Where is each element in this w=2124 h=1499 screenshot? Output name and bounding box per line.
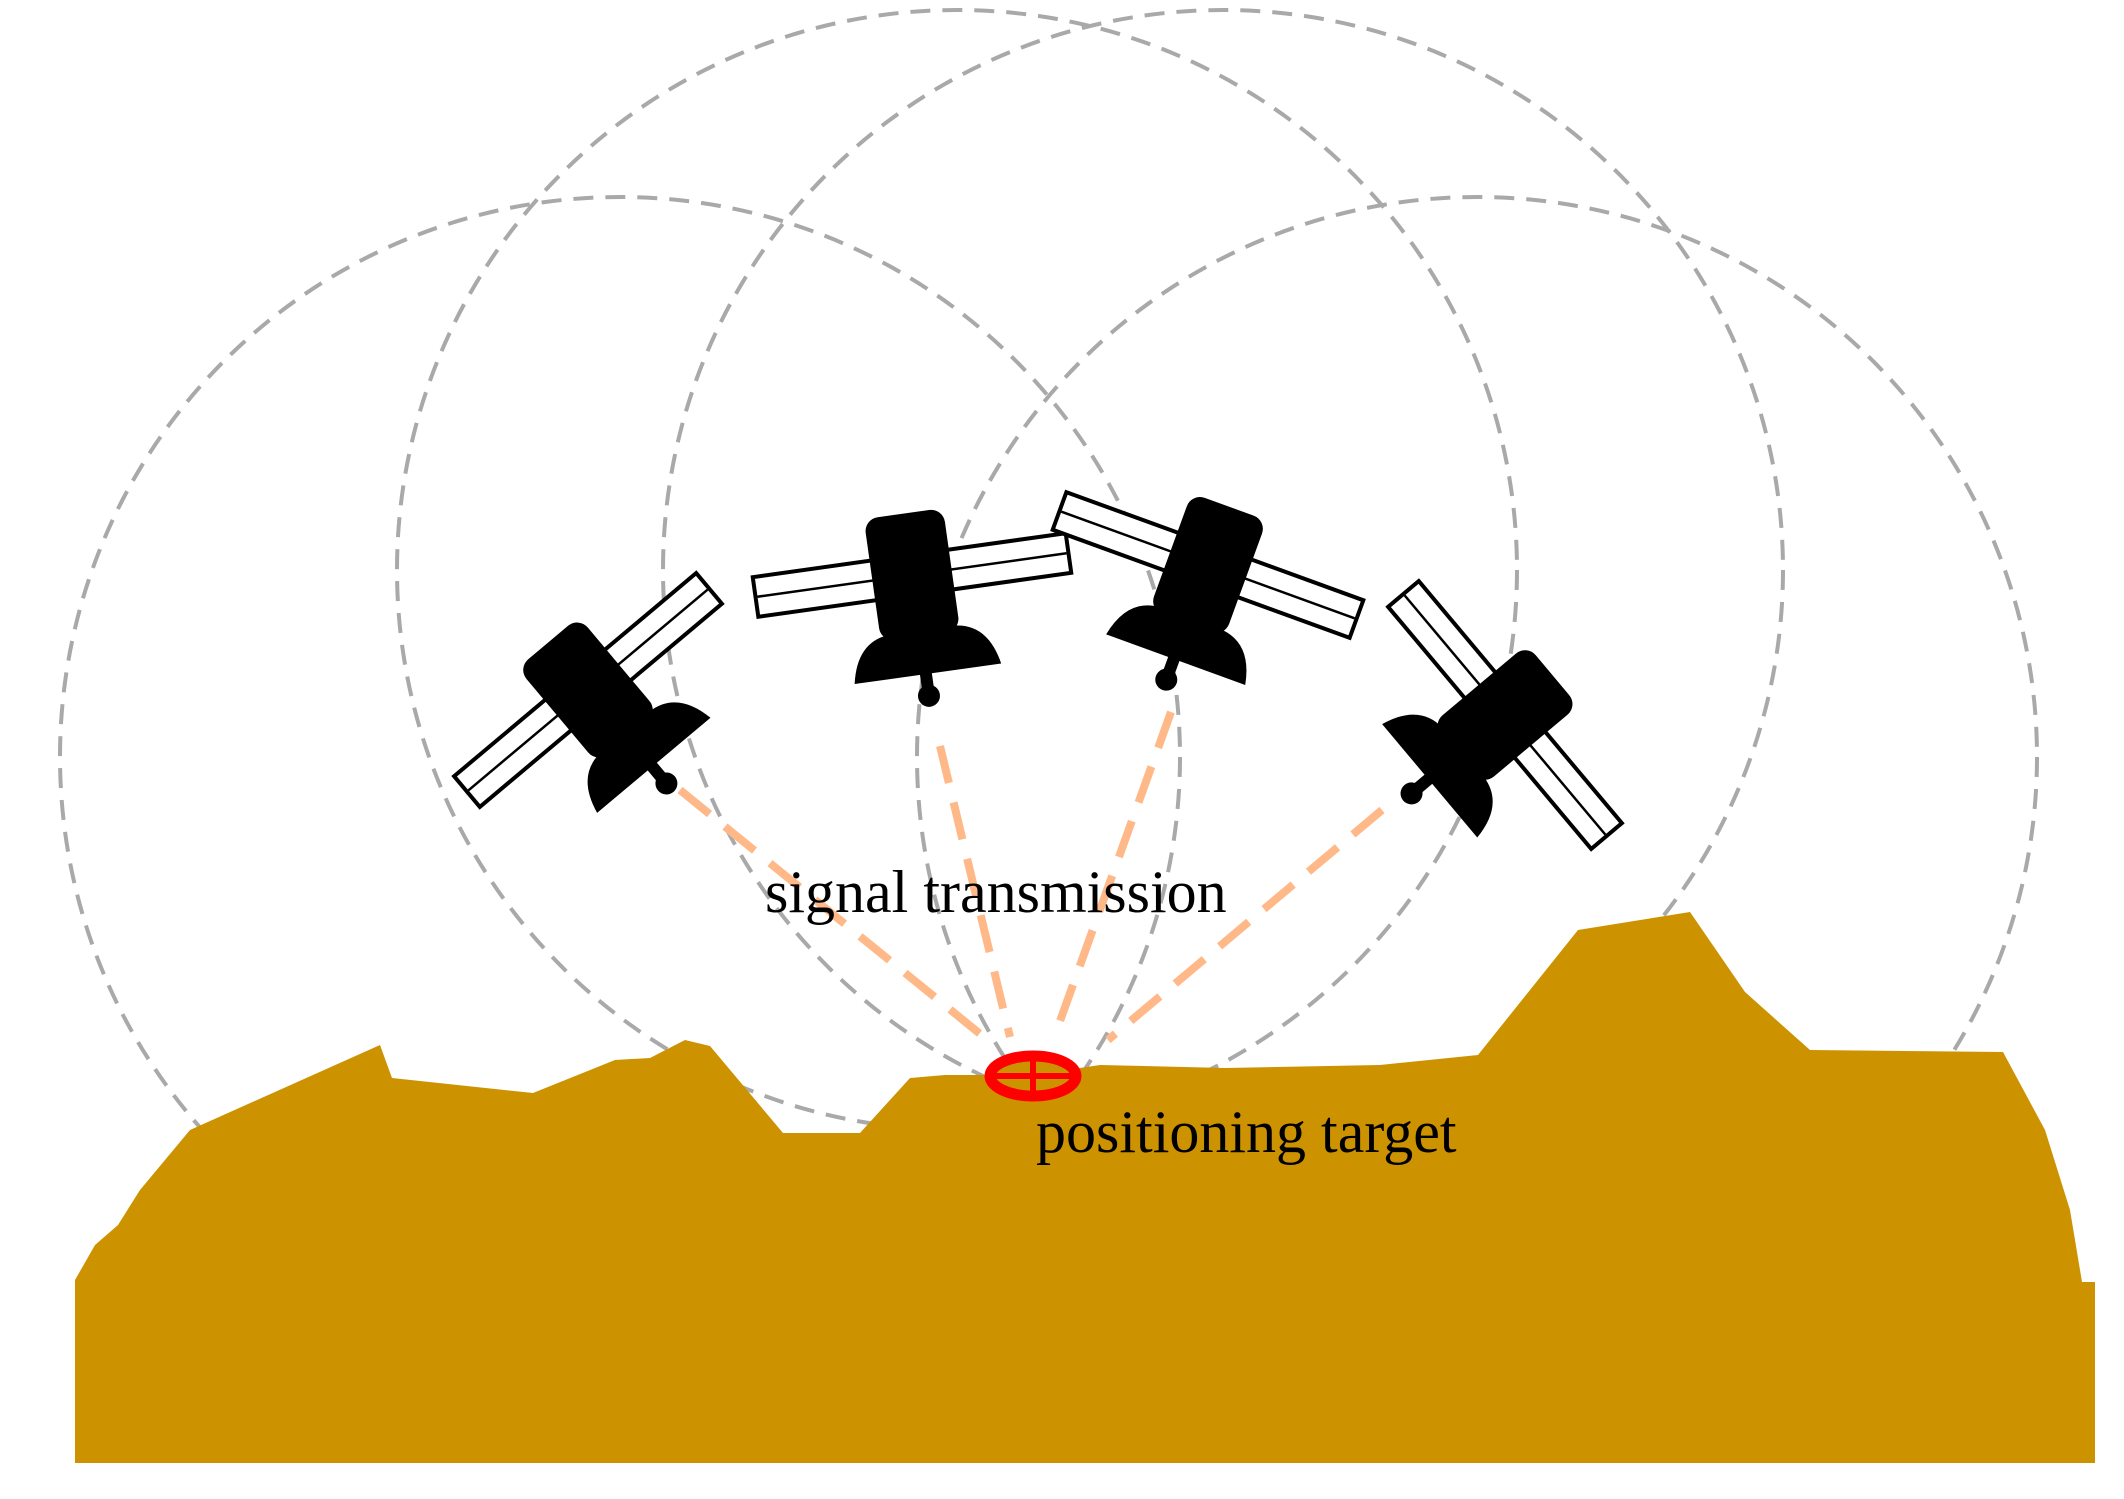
signal-line-1 [677,786,993,1046]
signal-lines [677,710,1385,1046]
signal-transmission-label: signal transmission [765,859,1227,925]
signal-line-4 [1105,806,1385,1044]
positioning-target-label: positioning target [1036,1099,1457,1165]
satellites [425,450,1657,924]
terrain [75,912,2095,1463]
satellite-icon [1012,450,1380,747]
signal-line-2 [936,745,1014,1038]
satellite-icon [744,489,1089,731]
crosshair-target-icon [984,1050,1082,1102]
